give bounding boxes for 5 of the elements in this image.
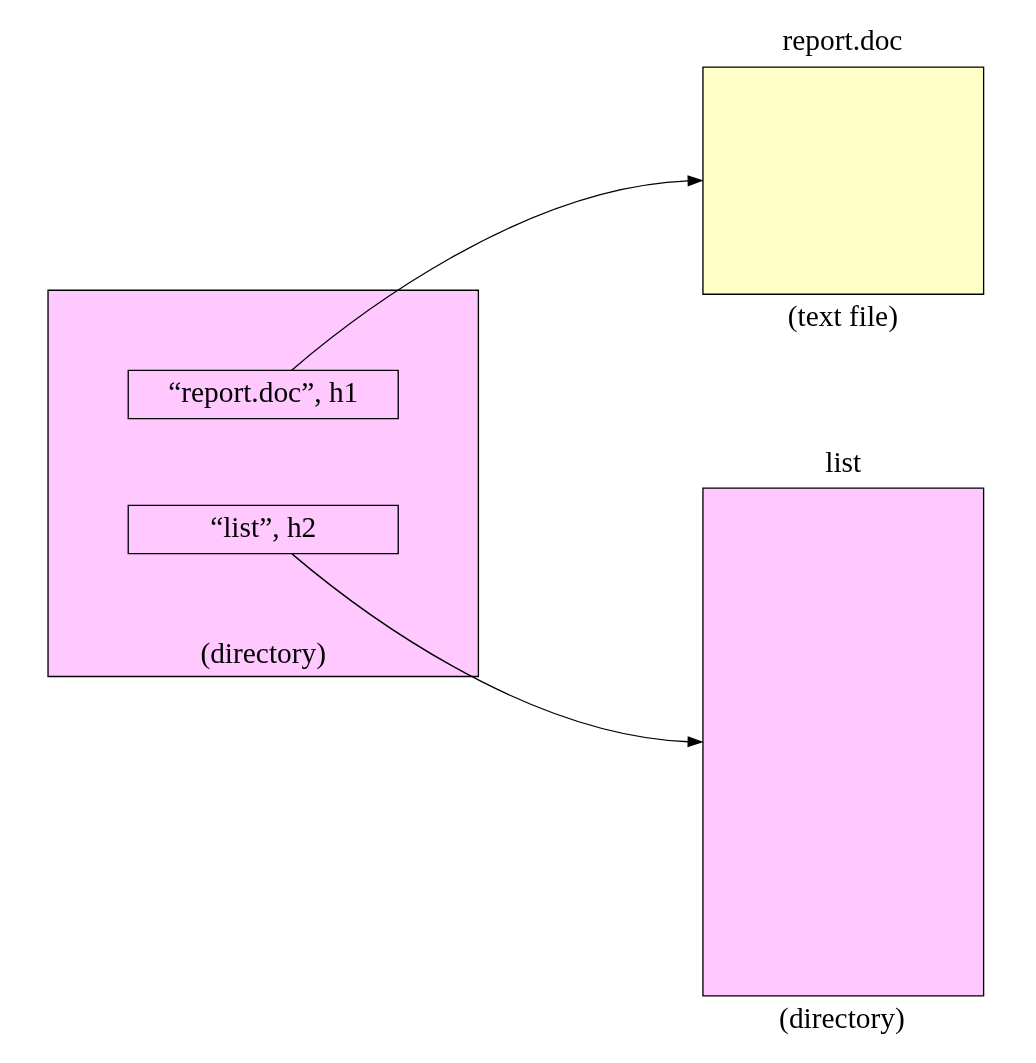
node-label: (directory) (199, 636, 326, 669)
node-label: report.doc (781, 24, 902, 57)
node-label: (directory) (778, 1001, 905, 1034)
node-label: list (824, 445, 861, 478)
node-label: (text file) (787, 299, 898, 332)
